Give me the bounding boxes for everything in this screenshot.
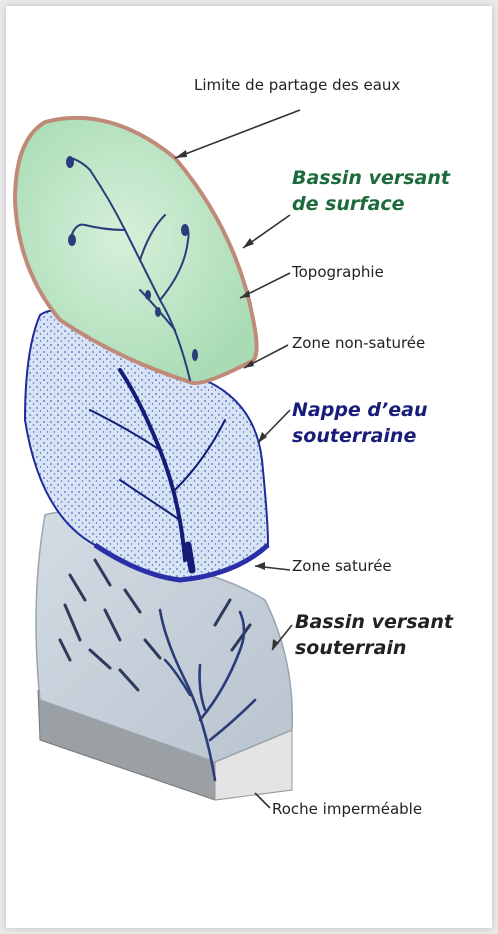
label-limite-partage-eaux: Limite de partage des eaux xyxy=(194,76,400,94)
label-zone-saturee: Zone saturée xyxy=(292,557,392,575)
label-topographie: Topographie xyxy=(292,263,384,281)
header-bassin-souterrain-line2: souterrain xyxy=(295,636,406,660)
label-roche-impermeable: Roche imperméable xyxy=(272,800,422,818)
pointer-limite xyxy=(175,110,300,158)
header-nappe-line2: souterraine xyxy=(292,424,416,448)
header-bassin-surface-line2: de surface xyxy=(292,192,405,216)
header-bassin-souterrain-line1: Bassin versant xyxy=(295,610,453,634)
header-bassin-surface-line1: Bassin versant xyxy=(292,166,450,190)
pointer-roche xyxy=(255,793,270,808)
label-zone-non-saturee: Zone non-saturée xyxy=(292,334,425,352)
header-nappe-line1: Nappe d’eau xyxy=(292,398,427,422)
